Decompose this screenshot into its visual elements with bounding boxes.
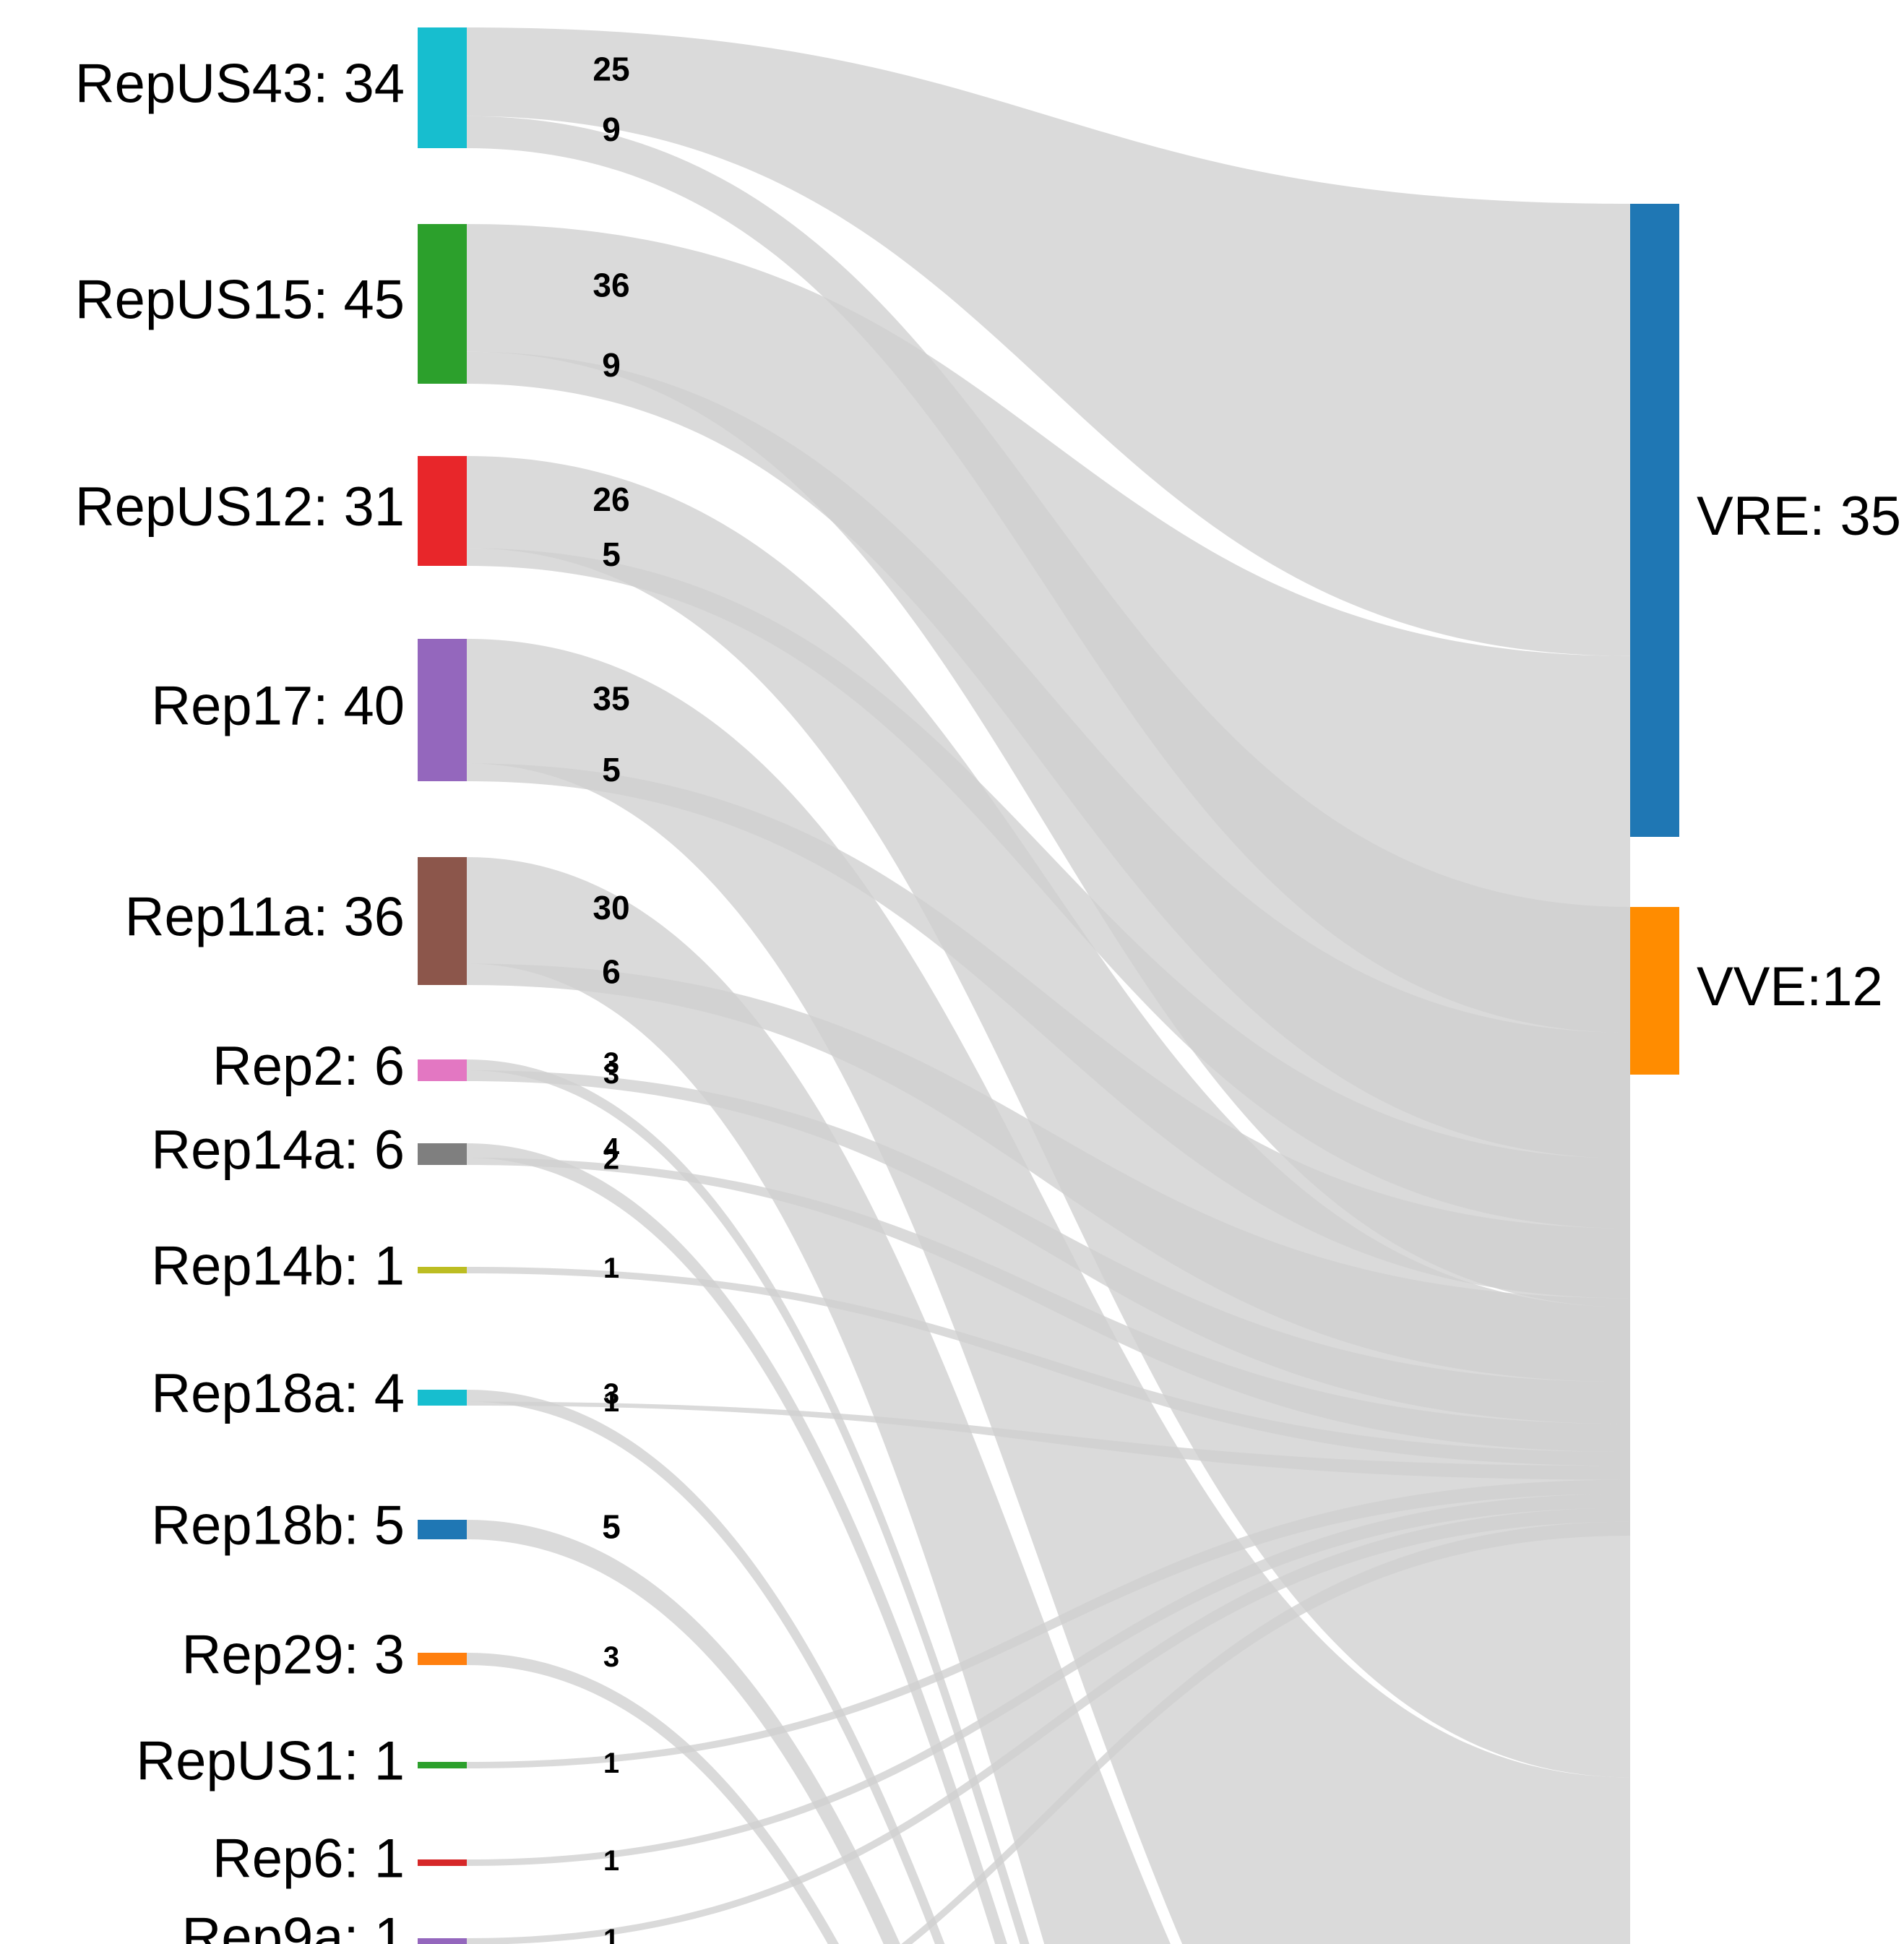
link-group xyxy=(467,27,1630,1944)
flow-label-group: 25362635303435339955632111111 xyxy=(593,51,629,1944)
sankey-link-RepUS43-to-VRE[interactable] xyxy=(467,27,1630,656)
node-bar-VVE[interactable] xyxy=(1630,907,1679,1075)
node-bar-Rep29[interactable] xyxy=(418,1653,467,1665)
flow-value-Rep9a-VVE: 1 xyxy=(603,1924,619,1944)
node-bar-RepUS15[interactable] xyxy=(418,224,467,384)
flow-value-Rep2-VVE: 3 xyxy=(603,1058,619,1090)
node-label-VRE: VRE: 35 xyxy=(1697,486,1901,547)
flow-value-Rep14a-VRE: 4 xyxy=(603,1133,620,1165)
node-label-RepUS43: RepUS43: 34 xyxy=(75,53,405,115)
node-bar-Rep14b[interactable] xyxy=(418,1267,467,1273)
node-label-Rep14b: Rep14b: 1 xyxy=(151,1236,405,1297)
sankey-link-Rep9a-to-VVE[interactable] xyxy=(467,1508,1630,1944)
node-label-VVE: VVE:12 xyxy=(1697,956,1883,1018)
node-label-Rep2: Rep2: 6 xyxy=(212,1036,405,1097)
node-label-Rep18a: Rep18a: 4 xyxy=(151,1363,405,1424)
node-label-Rep17: Rep17: 40 xyxy=(151,676,405,737)
flow-value-Rep17-VVE: 5 xyxy=(602,751,621,788)
flow-value-RepUS12-VVE: 5 xyxy=(602,536,621,573)
sankey-link-RepUS12-to-VVE[interactable] xyxy=(467,548,1630,1229)
node-label-Rep6: Rep6: 1 xyxy=(212,1828,405,1890)
flow-value-Rep18a-VRE: 3 xyxy=(603,1378,619,1410)
sankey-link-RepUS43-to-VVE[interactable] xyxy=(467,116,1630,1033)
flow-value-Rep14a-VVE: 2 xyxy=(603,1144,619,1176)
sankey-link-Rep14a-to-VVE[interactable] xyxy=(467,1158,1630,1452)
node-label-Rep29: Rep29: 3 xyxy=(182,1625,405,1686)
flow-value-Rep11a-VRE: 30 xyxy=(593,889,629,926)
flow-value-Rep6-VVE: 1 xyxy=(603,1845,619,1877)
node-label-Rep18b: Rep18b: 5 xyxy=(151,1495,405,1557)
sankey-link-Rep18a-to-VVE[interactable] xyxy=(467,1401,1630,1480)
sankey-link-RepUS15-to-VVE[interactable] xyxy=(467,351,1630,1158)
flow-value-Rep29-VRE: 3 xyxy=(603,1641,619,1673)
flow-value-RepUS15-VRE: 36 xyxy=(593,267,629,304)
node-bar-Rep18b[interactable] xyxy=(418,1520,467,1539)
node-bar-Rep2[interactable] xyxy=(418,1059,467,1081)
node-label-RepUS15: RepUS15: 45 xyxy=(75,270,405,331)
flow-value-RepUS12-VRE: 26 xyxy=(593,481,629,518)
node-bar-Rep6[interactable] xyxy=(418,1859,467,1866)
node-label-Rep14a: Rep14a: 6 xyxy=(151,1119,405,1181)
flow-value-RepUS43-VRE: 25 xyxy=(593,51,629,88)
node-bar-Rep9a[interactable] xyxy=(418,1938,467,1944)
node-bar-RepUS12[interactable] xyxy=(418,456,467,566)
node-bar-RepUS1[interactable] xyxy=(418,1762,467,1768)
sankey-link-RepUS1-to-VVE[interactable] xyxy=(467,1479,1630,1768)
node-bar-RepUS43[interactable] xyxy=(418,27,467,148)
flow-value-Rep18a-VVE: 1 xyxy=(603,1386,619,1418)
node-bar-Rep14a[interactable] xyxy=(418,1143,467,1165)
flow-value-Rep14b-VVE: 1 xyxy=(603,1252,619,1284)
flow-value-Rep18b-VRE: 5 xyxy=(602,1508,621,1546)
flow-value-Rep2-VRE: 3 xyxy=(603,1047,619,1079)
node-label-group: RepUS43: 34 RepUS15: 45 RepUS12: 31 Rep17: … xyxy=(75,53,1901,1944)
sankey-link-Rep6-to-VVE[interactable] xyxy=(467,1494,1630,1866)
sankey-link-Rep2-to-VVE[interactable] xyxy=(467,1070,1630,1424)
flow-value-Rep11a-VVE: 6 xyxy=(602,952,621,990)
node-bar-VRE[interactable] xyxy=(1630,204,1679,837)
flow-value-Rep17-VRE: 35 xyxy=(593,679,629,717)
flow-value-RepUS1-VVE: 1 xyxy=(603,1747,619,1779)
node-label-Rep11a: Rep11a: 36 xyxy=(125,887,405,948)
node-label-RepUS12: RepUS12: 31 xyxy=(75,476,405,538)
node-label-Rep9a: Rep9a: 1 xyxy=(182,1907,405,1944)
sankey-link-Rep17-to-VVE[interactable] xyxy=(467,763,1630,1299)
flow-value-RepUS43-VVE: 9 xyxy=(602,111,621,148)
node-bar-Rep17[interactable] xyxy=(418,639,467,781)
sankey-link-Rep14b-to-VVE[interactable] xyxy=(467,1267,1630,1466)
node-group xyxy=(418,27,1679,1944)
node-bar-Rep11a[interactable] xyxy=(418,857,467,985)
node-bar-Rep18a[interactable] xyxy=(418,1390,467,1406)
sankey-link-Rep11a-to-VRE[interactable] xyxy=(467,857,1630,1944)
sankey-link-Rep11a-to-VVE[interactable] xyxy=(467,963,1630,1382)
sankey-link-RepUS12-to-VRE[interactable] xyxy=(467,456,1630,1778)
flow-value-RepUS15-VVE: 9 xyxy=(602,346,621,384)
node-label-RepUS1: RepUS1: 1 xyxy=(136,1731,405,1792)
